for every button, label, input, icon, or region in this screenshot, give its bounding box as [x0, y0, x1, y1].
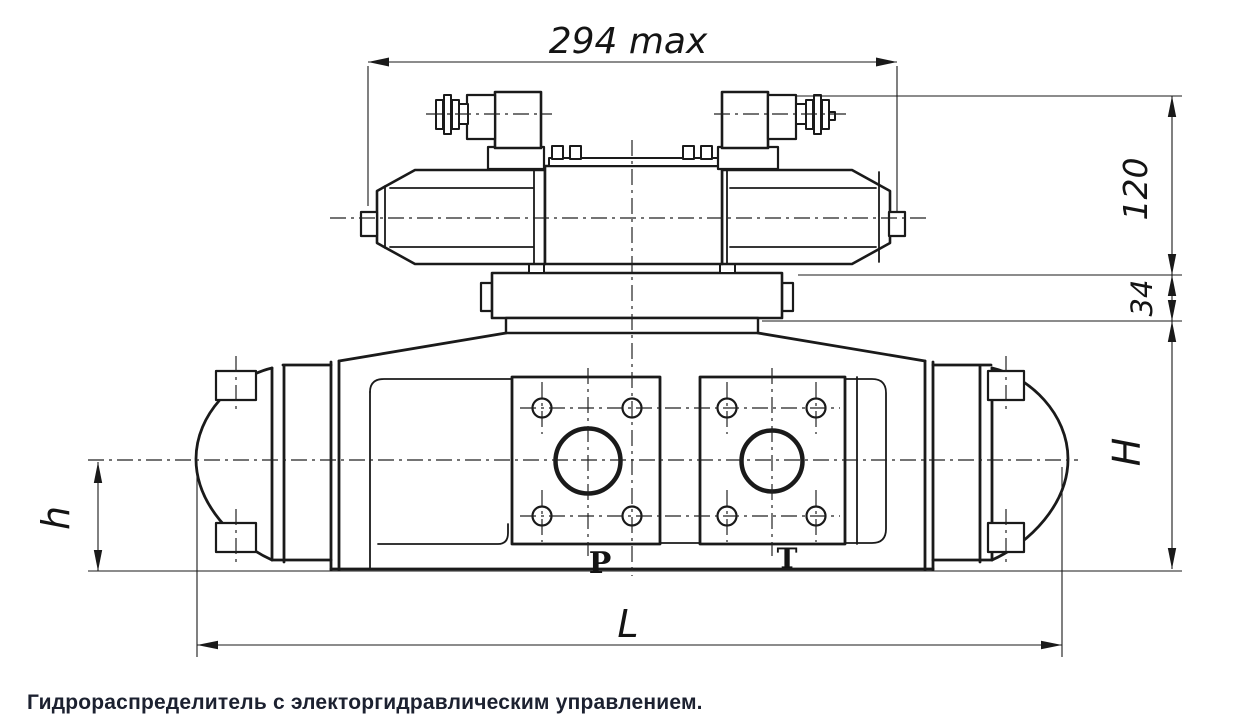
body-inner-contour	[369, 376, 887, 570]
pilot-valve-assembly	[359, 145, 907, 274]
axis-plugs	[235, 356, 1007, 566]
connector-left	[435, 90, 546, 171]
ext-length	[196, 467, 1063, 657]
connector-right	[716, 90, 836, 171]
connector-left-housing	[493, 90, 543, 150]
adapter-tab-left	[479, 281, 494, 313]
port-t-label: T	[777, 542, 798, 575]
connector-right-base	[716, 145, 780, 171]
main-body-outline	[194, 331, 1070, 572]
solenoid-right	[720, 168, 892, 266]
connector-right-housing	[720, 90, 770, 150]
dim-axis-height-label: h	[34, 506, 78, 530]
manual-override-left	[359, 210, 379, 238]
dim-adapter-height-label: 34	[1125, 280, 1159, 317]
adapter-upper-plate	[490, 271, 784, 320]
axis-ports-vertical	[587, 368, 773, 556]
dim-body-height-label: H	[1105, 438, 1149, 467]
solenoid-detail-lines	[384, 169, 880, 265]
dim-overall-width-label: 294 max	[549, 21, 708, 62]
adapter-plates	[479, 271, 795, 335]
ext-overall-width	[367, 66, 898, 213]
pilot-mount-bolts	[551, 145, 713, 160]
manual-override-right	[887, 210, 907, 238]
figure-caption: Гидрораспределитель с электоргидравличес…	[27, 691, 703, 714]
port-p-label: P	[589, 546, 612, 581]
pilot-valve-body	[543, 164, 724, 266]
solenoid-left	[375, 168, 547, 266]
ext-right-chain	[762, 95, 1182, 322]
connector-left-body	[465, 93, 497, 141]
adapter-tab-right	[780, 281, 795, 313]
connector-left-base	[486, 145, 546, 171]
connector-right-body	[766, 93, 798, 141]
dim-solenoid-height-label: 120	[1116, 158, 1155, 221]
center-lines	[88, 113, 1078, 576]
dim-length-label: L	[617, 602, 638, 646]
axis-bolt-rows	[520, 407, 840, 517]
dimension-arrows	[93, 57, 1177, 650]
